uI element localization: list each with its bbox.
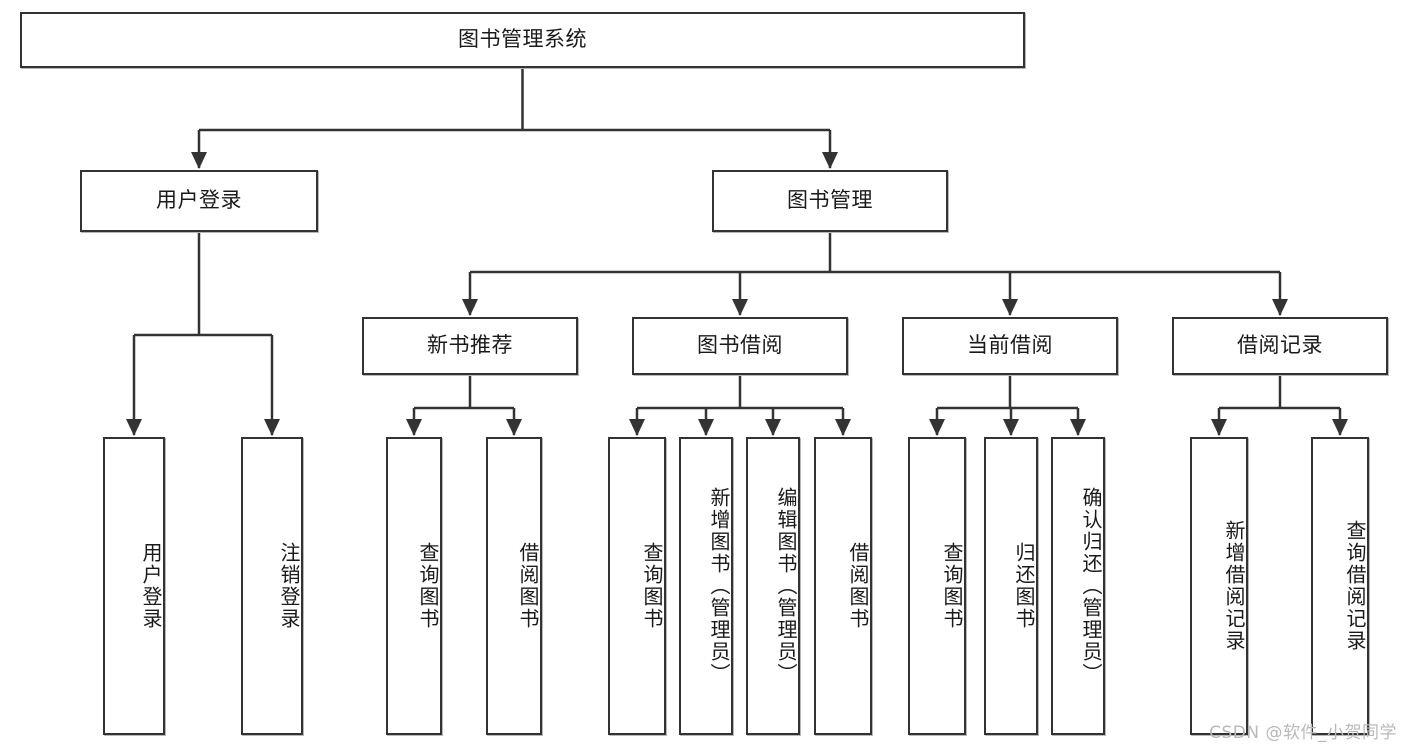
node-label: 注销登录 (277, 542, 301, 630)
node-current-borrow[interactable]: 当前借阅 (902, 317, 1118, 375)
node-label: 图书借阅 (697, 333, 783, 358)
csdn-watermark: CSDN @软件_小贺同学 (1209, 723, 1397, 743)
node-leaf-confirm-return[interactable]: 确认归还（管理员） (1051, 437, 1105, 735)
node-leaf-add-book[interactable]: 新增图书（管理员） (679, 437, 733, 735)
arrowhead-leaf-add-book (698, 419, 714, 436)
arrowhead-book-manage (822, 152, 838, 169)
node-leaf-user-login[interactable]: 用户登录 (103, 437, 165, 735)
node-label: 借阅图书 (846, 542, 870, 630)
arrowhead-leaf-user-login (126, 419, 142, 436)
node-leaf-borrow-book-1[interactable]: 借阅图书 (486, 437, 542, 735)
node-leaf-borrow-book-2[interactable]: 借阅图书 (814, 437, 872, 735)
arrowhead-leaf-edit-book (765, 419, 781, 436)
node-leaf-query-record[interactable]: 查询借阅记录 (1311, 437, 1369, 735)
node-new-book-rec[interactable]: 新书推荐 (362, 317, 578, 375)
arrowhead-leaf-query-book-2 (629, 419, 645, 436)
node-leaf-logout[interactable]: 注销登录 (241, 437, 303, 735)
arrowhead-leaf-logout (264, 419, 280, 436)
node-book-borrow[interactable]: 图书借阅 (632, 317, 848, 375)
node-label: 图书管理系统 (458, 27, 587, 52)
arrowhead-user-login (191, 152, 207, 169)
node-root[interactable]: 图书管理系统 (20, 12, 1025, 68)
arrowhead-leaf-return-book (1003, 419, 1019, 436)
arrowhead-leaf-borrow-book-1 (506, 419, 522, 436)
arrowhead-new-book-rec (462, 299, 478, 316)
node-label: 用户登录 (156, 188, 242, 213)
node-leaf-query-book-3[interactable]: 查询图书 (908, 437, 966, 735)
arrowhead-leaf-add-record (1211, 419, 1227, 436)
arrowhead-leaf-confirm-return (1070, 419, 1086, 436)
node-label: 新增图书（管理员） (707, 487, 731, 685)
node-leaf-return-book[interactable]: 归还图书 (984, 437, 1038, 735)
node-leaf-query-book-2[interactable]: 查询图书 (608, 437, 666, 735)
arrowhead-current-borrow (1002, 299, 1018, 316)
node-leaf-add-record[interactable]: 新增借阅记录 (1190, 437, 1248, 735)
node-label: 查询图书 (940, 542, 964, 630)
arrowhead-book-borrow (732, 299, 748, 316)
node-label: 图书管理 (787, 188, 873, 213)
arrowhead-leaf-query-book-1 (406, 419, 422, 436)
node-label: 借阅图书 (516, 542, 540, 630)
node-label: 查询图书 (416, 542, 440, 630)
node-label: 编辑图书（管理员） (774, 487, 798, 685)
node-borrow-record[interactable]: 借阅记录 (1172, 317, 1388, 375)
node-label: 查询借阅记录 (1343, 520, 1367, 652)
node-label: 用户登录 (139, 542, 163, 630)
node-book-manage[interactable]: 图书管理 (712, 170, 948, 232)
node-label: 借阅记录 (1237, 333, 1323, 358)
node-label: 当前借阅 (967, 333, 1053, 358)
arrowhead-leaf-query-book-3 (929, 419, 945, 436)
node-label: 新增借阅记录 (1222, 520, 1246, 652)
node-user-login[interactable]: 用户登录 (80, 170, 318, 232)
node-label: 确认归还（管理员） (1079, 487, 1103, 685)
arrowhead-borrow-record (1272, 299, 1288, 316)
node-leaf-query-book-1[interactable]: 查询图书 (386, 437, 442, 735)
arrowhead-leaf-query-record (1332, 419, 1348, 436)
node-label: 归还图书 (1012, 542, 1036, 630)
node-label: 查询图书 (640, 542, 664, 630)
arrowhead-leaf-borrow-book-2 (835, 419, 851, 436)
node-leaf-edit-book[interactable]: 编辑图书（管理员） (746, 437, 800, 735)
node-label: 新书推荐 (427, 333, 513, 358)
